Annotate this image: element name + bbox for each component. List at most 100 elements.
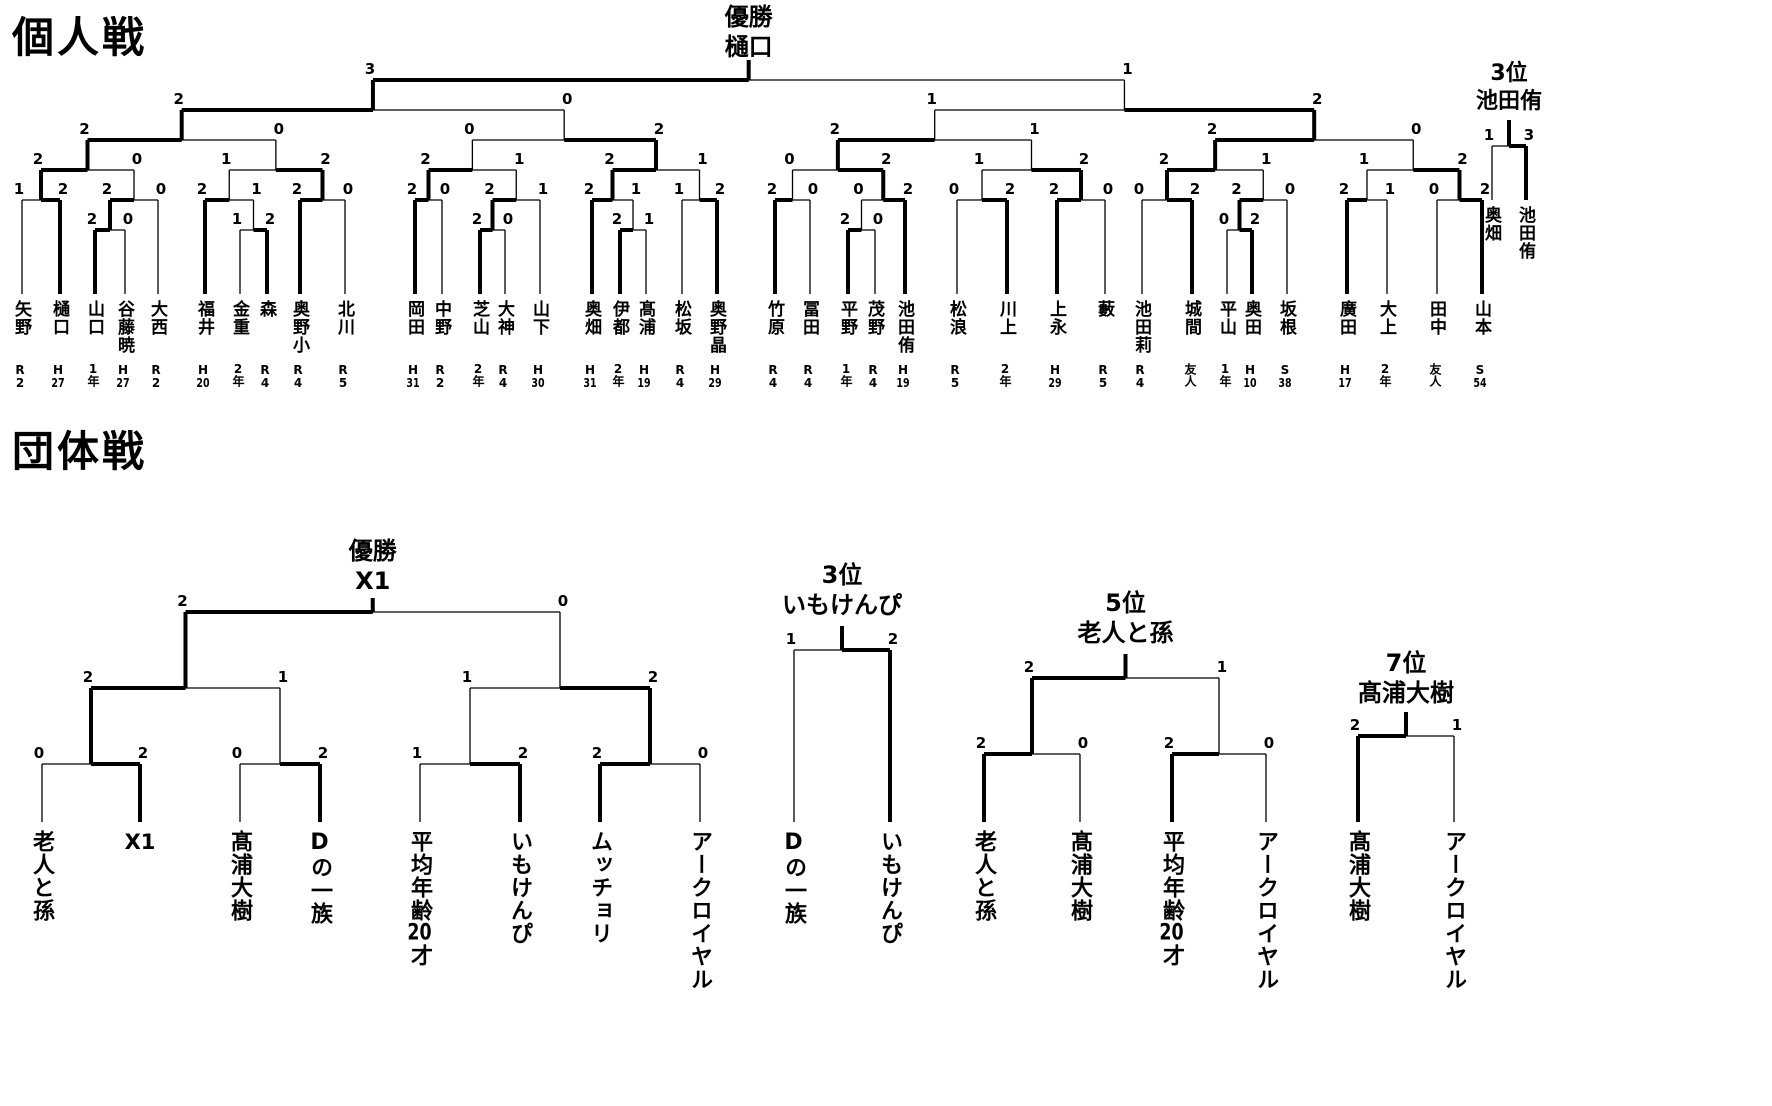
match-score: 2 [1164,734,1174,752]
champion-caption: 優勝 [348,537,397,565]
match-score: 2 [1207,120,1217,138]
match-score: 0 [562,90,572,108]
match-score: 1 [697,150,707,168]
match-score: 2 [292,180,302,198]
match-score: 0 [464,120,474,138]
match-score: 2 [1159,150,1169,168]
individual-third-place-label: 3位 池田侑 [1476,60,1542,115]
match-score: 2 [138,744,148,762]
match-score: 0 [123,210,133,228]
match-score: 2 [840,210,850,228]
match-score: 2 [1312,90,1322,108]
match-score: 2 [420,150,430,168]
match-score: 2 [654,120,664,138]
match-score: 2 [648,668,658,686]
match-score: 1 [926,90,936,108]
match-score: 2 [1231,180,1241,198]
match-score: 2 [830,120,840,138]
match-score: 1 [412,744,422,762]
match-score: 2 [903,180,913,198]
team-seventh-place-label: 7位 髙浦大樹 [1358,648,1454,708]
match-score: 0 [1219,210,1229,228]
match-score: 2 [592,744,602,762]
match-score: 1 [674,180,684,198]
seventh-place-name: 髙浦大樹 [1358,679,1454,707]
match-score: 0 [156,180,166,198]
match-score: 2 [1049,180,1059,198]
match-score: 0 [1411,120,1421,138]
match-score: 1 [514,150,524,168]
team-fifth-place-label: 5位 老人と孫 [1078,588,1174,648]
champion-name: 樋口 [724,33,773,61]
match-score: 0 [784,150,794,168]
match-score: 1 [232,210,242,228]
match-score: 1 [1217,658,1227,676]
match-score: 2 [484,180,494,198]
match-score: 1 [462,668,472,686]
match-score: 2 [1350,716,1360,734]
match-score: 0 [949,180,959,198]
match-score: 3 [365,60,375,78]
match-score: 2 [87,210,97,228]
match-score: 1 [1452,716,1462,734]
match-score: 0 [440,180,450,198]
match-score: 2 [173,90,183,108]
match-score: 1 [1122,60,1132,78]
third-place-name: 池田侑 [1475,88,1543,114]
match-score: 1 [1029,120,1039,138]
match-score: 0 [853,180,863,198]
match-score: 2 [584,180,594,198]
match-score: 0 [232,744,242,762]
match-score: 1 [644,210,654,228]
match-score: 1 [974,150,984,168]
match-score: 2 [518,744,528,762]
match-score: 2 [1190,180,1200,198]
match-score: 2 [612,210,622,228]
fifth-place-name: 老人と孫 [1077,619,1174,647]
individual-section-title: 個人戦 [12,13,148,62]
match-score: 2 [604,150,614,168]
match-score: 0 [1264,734,1274,752]
match-score: 0 [698,744,708,762]
match-score: 2 [1005,180,1015,198]
match-score: 0 [1103,180,1113,198]
match-score: 2 [197,180,207,198]
match-score: 0 [1078,734,1088,752]
match-score: 0 [343,180,353,198]
match-score: 2 [318,744,328,762]
third-place-caption: 3位 [1490,61,1528,86]
match-score: 2 [58,180,68,198]
team-section-title: 団体戦 [12,427,148,476]
third-place-name: いもけんぴ [782,591,902,619]
match-score: 1 [1359,150,1369,168]
match-score: 0 [1429,180,1439,198]
third-place-caption: 3位 [821,561,863,589]
match-score: 2 [79,120,89,138]
match-score: 2 [177,592,187,610]
seventh-place-caption: 7位 [1385,649,1427,677]
match-score: 2 [767,180,777,198]
match-score: 1 [786,630,796,648]
match-score: 1 [1261,150,1271,168]
match-score: 2 [1480,180,1490,198]
team-champion-label: 優勝 X1 [349,536,397,596]
match-score: 2 [320,150,330,168]
match-score: 2 [1339,180,1349,198]
team-third-place-label: 3位 いもけんぴ [782,560,902,620]
match-score: 2 [1457,150,1467,168]
match-score: 2 [83,668,93,686]
match-score: 1 [221,150,231,168]
champion-caption: 優勝 [724,3,773,31]
match-score: 2 [715,180,725,198]
match-score: 0 [34,744,44,762]
match-score: 0 [558,592,568,610]
fifth-place-caption: 5位 [1105,589,1146,617]
match-score: 2 [1250,210,1260,228]
match-score: 2 [265,210,275,228]
champion-name: X1 [355,567,391,595]
match-score: 2 [1079,150,1089,168]
match-score: 0 [274,120,284,138]
